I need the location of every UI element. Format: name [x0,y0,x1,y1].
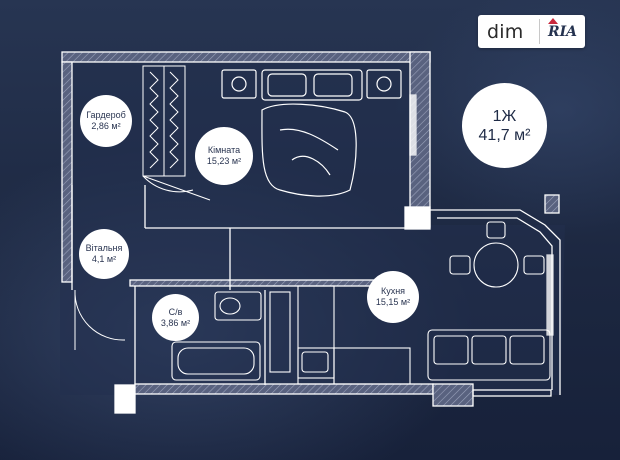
room-label-bathroom: С/в 3,86 м² [152,294,199,341]
room-area: 15,15 м² [375,297,411,307]
room-name: Кухня [380,286,406,296]
apartment-area: 41,7 м² [478,126,531,144]
room-label-hall: Вітальня 4,1 м² [79,229,129,279]
logo-ria-label: RIA [548,23,578,40]
bathroom-fixtures [171,291,291,381]
room-name: Гардероб [86,110,126,120]
room-name: Вітальня [85,243,123,253]
room-area: 15,23 м² [206,156,242,166]
kitchen-fixtures [297,221,551,385]
room-label-wardrobe: Гардероб 2,86 м² [80,95,132,147]
room-label-room: Кімната 15,23 м² [195,127,253,185]
room-area: 2,86 м² [91,121,121,131]
apartment-summary-badge: 1Ж 41,7 м² [462,83,547,168]
hall-door-swing [74,289,126,350]
apartment-type: 1Ж [492,107,517,125]
logo-roof-icon [548,17,558,24]
logo-ria-text: RIA [540,17,578,40]
room-name: С/в [168,306,183,317]
walls [61,51,561,414]
room-area: 4,1 м² [91,254,117,264]
dim-ria-logo[interactable]: dim RIA [478,15,585,48]
bed [221,69,402,197]
wardrobe-shelving [142,65,211,201]
room-name: Кімната [207,145,241,155]
logo-dim-text: dim [487,20,524,43]
logo-divider [539,19,540,44]
room-area: 3,86 м² [160,317,191,328]
room-label-kitchen: Кухня 15,15 м² [367,271,419,323]
